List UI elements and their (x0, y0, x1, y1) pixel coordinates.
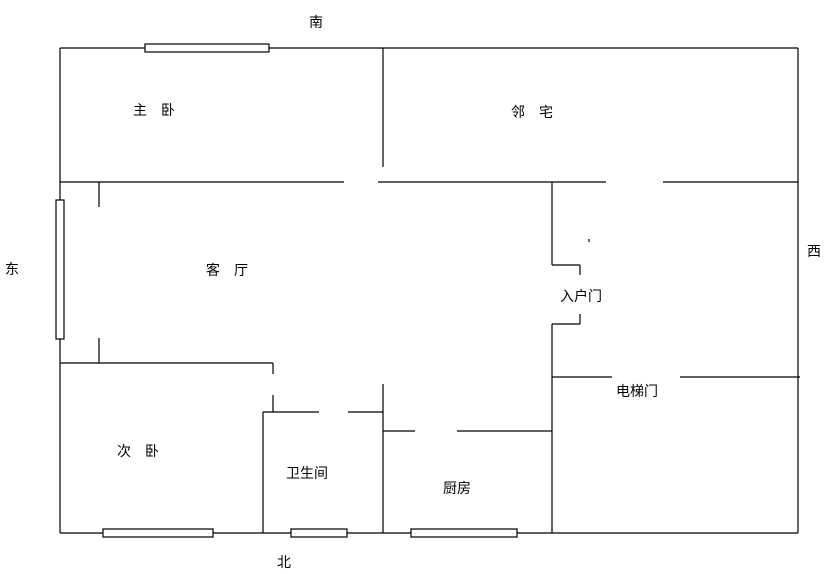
neighbor-label: 邻宅 (511, 105, 567, 121)
bathroom-label: 卫生间 (286, 466, 328, 482)
compass-south-label: 南 (309, 15, 323, 31)
window-north-bathroom (290, 528, 348, 538)
elevator-door-label: 电梯门 (616, 384, 658, 400)
entry-door-label: 入户门 (560, 289, 602, 305)
window-north-bedroom (102, 528, 214, 538)
master-bedroom-label: 主卧 (133, 103, 189, 119)
window-south (144, 43, 270, 53)
window-east (55, 199, 65, 340)
compass-west-label: 西 (807, 244, 821, 260)
windows (55, 43, 518, 538)
kitchen-label: 厨房 (443, 481, 471, 497)
outer-walls (59, 47, 799, 534)
window-north-kitchen (410, 528, 518, 538)
second-bedroom-label: 次卧 (117, 444, 173, 460)
living-room-label: 客厅 (206, 263, 262, 279)
interior-walls (60, 48, 800, 533)
compass-north-label: 北 (277, 555, 291, 571)
compass-east-label: 东 (5, 262, 19, 278)
